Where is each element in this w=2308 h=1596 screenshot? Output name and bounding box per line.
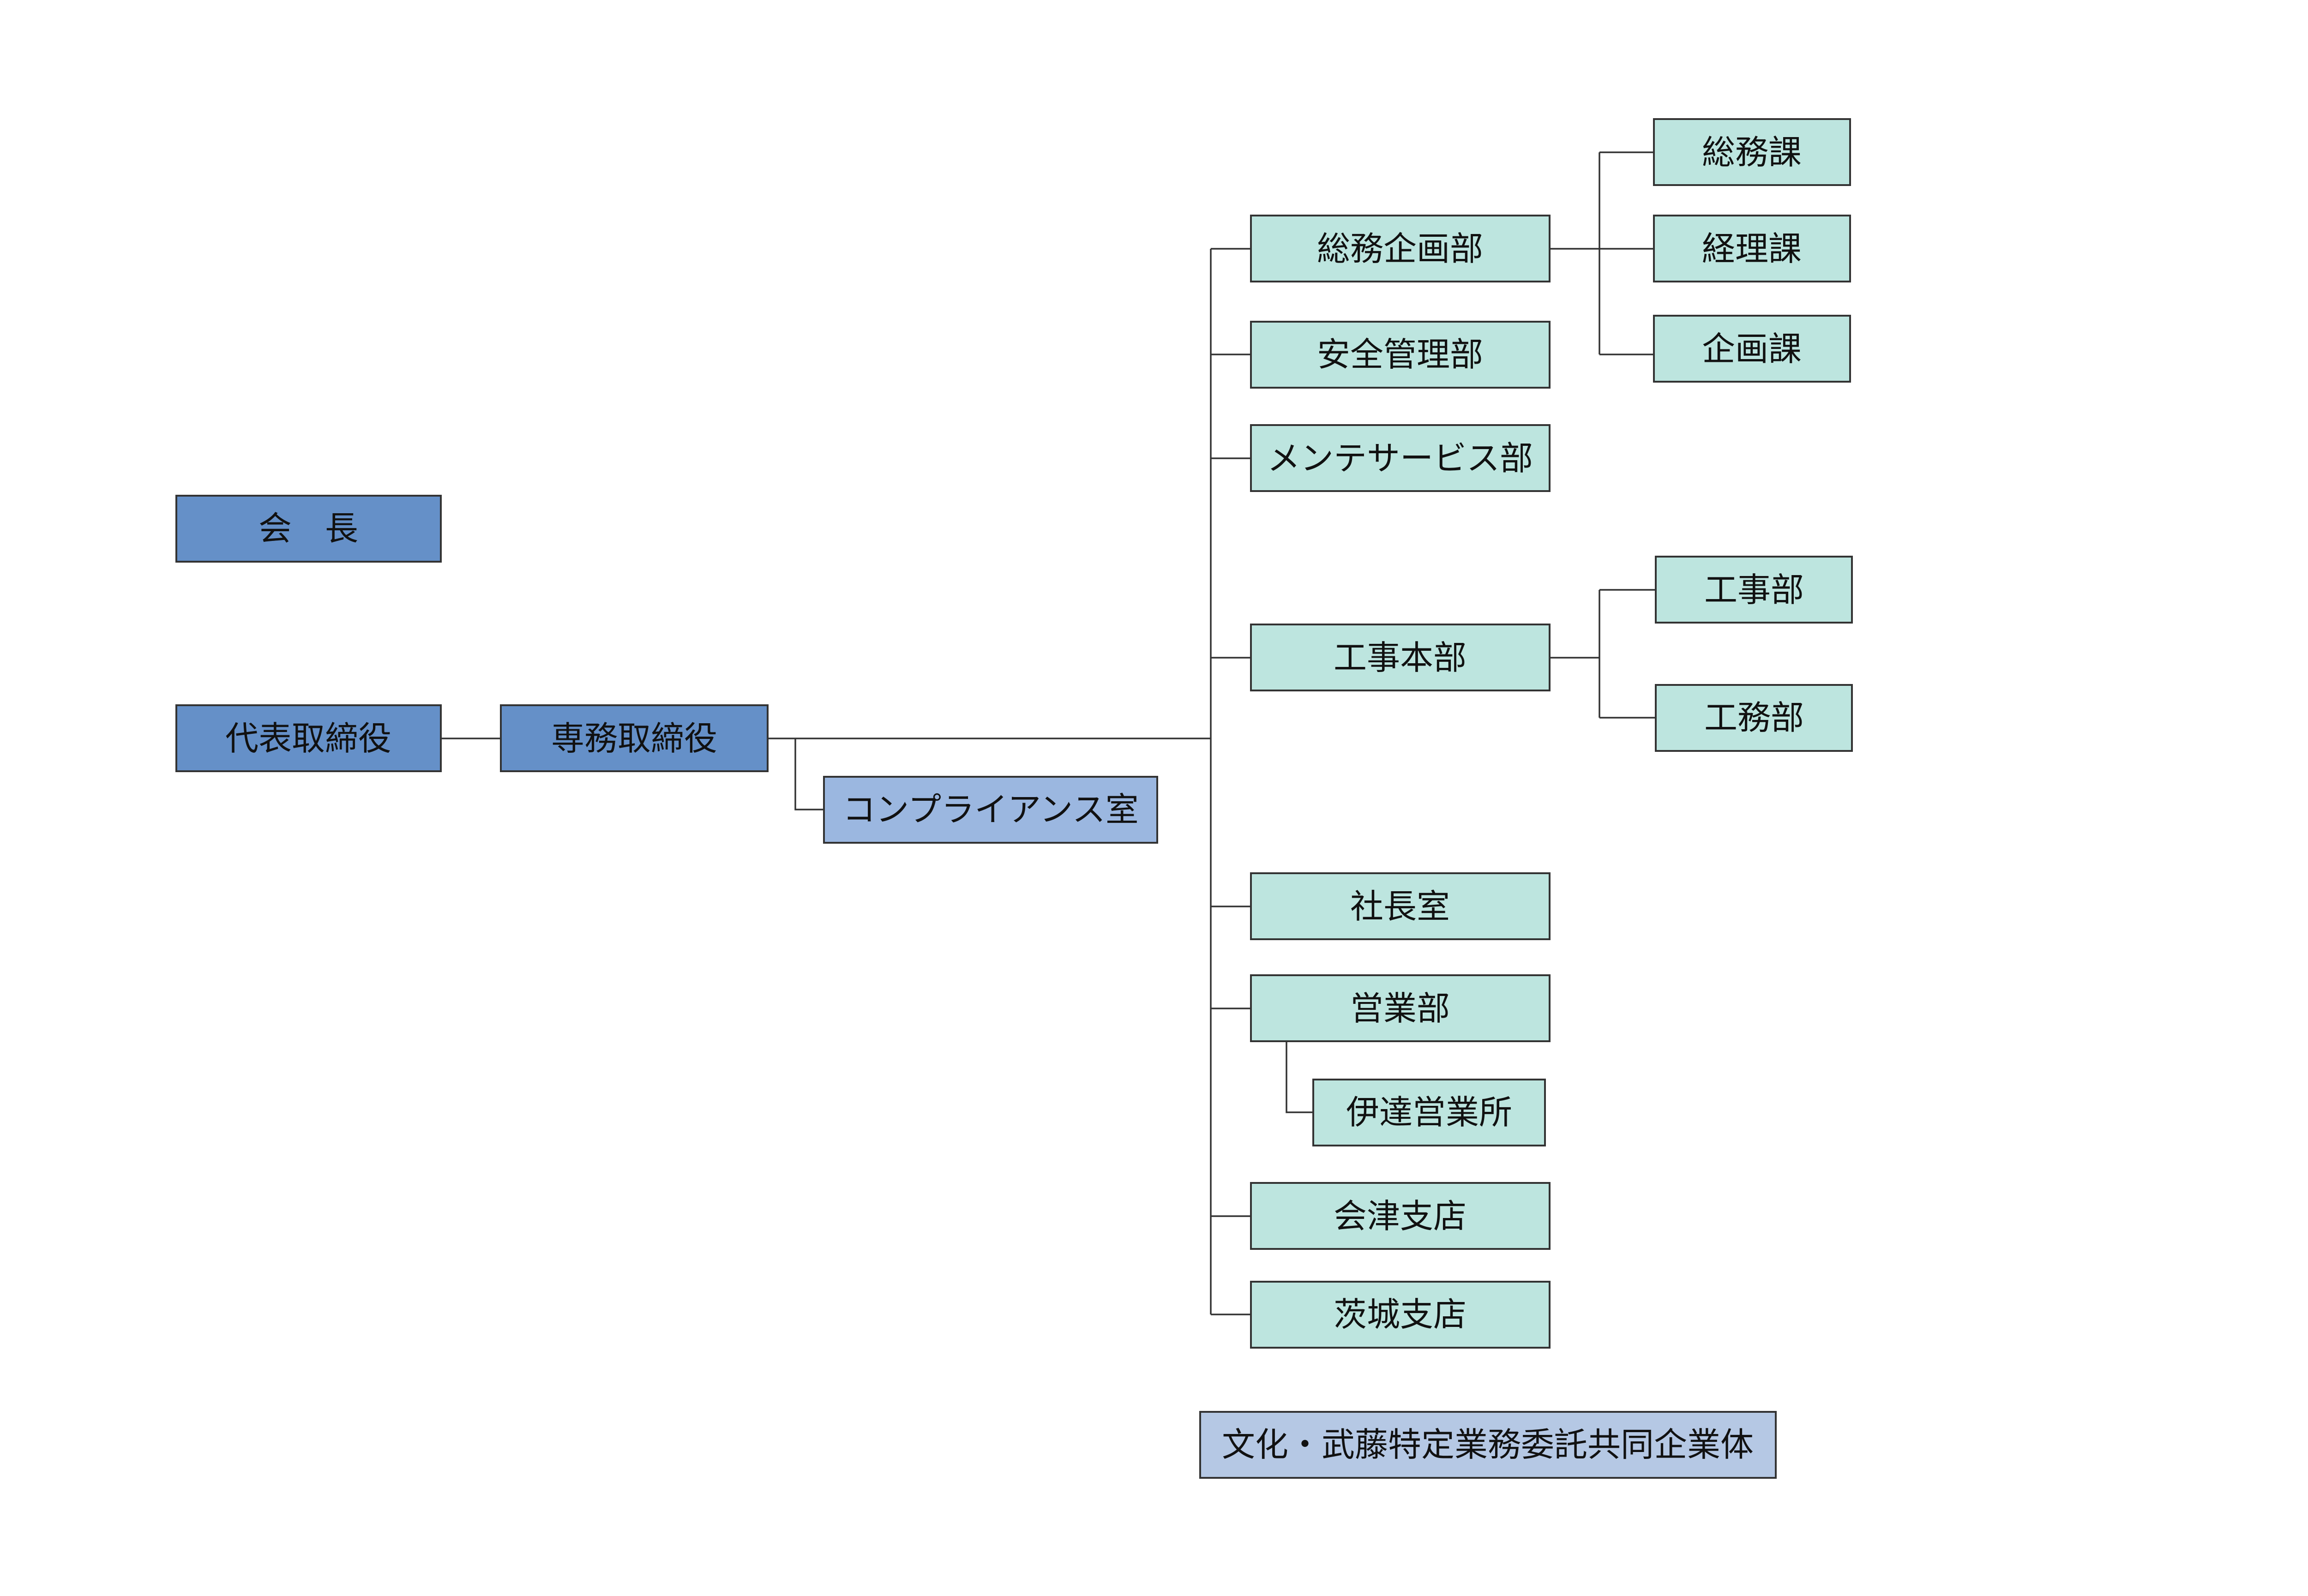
box-maintenance-service: メンテサービス部 <box>1250 424 1551 492</box>
box-accounting: 経理課 <box>1653 215 1851 282</box>
label-accounting: 経理課 <box>1702 229 1802 268</box>
box-construction: 工事部 <box>1655 556 1853 624</box>
label-compliance: コンプライアンス室 <box>842 790 1139 829</box>
label-president: 代表取締役 <box>225 719 391 758</box>
box-senior-director: 専務取締役 <box>500 704 769 772</box>
box-sales: 営業部 <box>1250 974 1551 1042</box>
label-general-planning: 総務企画部 <box>1317 229 1483 268</box>
label-construction-hq: 工事本部 <box>1334 638 1467 677</box>
connector-date-office <box>1286 1042 1313 1113</box>
label-ibaraki-branch: 茨城支店 <box>1334 1295 1467 1334</box>
box-aizu-branch: 会津支店 <box>1250 1182 1551 1250</box>
label-general-affairs: 総務課 <box>1702 133 1802 172</box>
box-safety: 安全管理部 <box>1250 321 1551 389</box>
label-date-office: 伊達営業所 <box>1346 1093 1512 1132</box>
connector-compliance <box>794 738 824 810</box>
label-construction: 工事部 <box>1704 570 1804 609</box>
label-maintenance-service: メンテサービス部 <box>1267 439 1533 478</box>
label-construction-affairs: 工務部 <box>1704 698 1804 737</box>
box-construction-affairs: 工務部 <box>1655 684 1853 752</box>
label-chairman: 会 長 <box>258 509 358 548</box>
label-president-office: 社長室 <box>1350 887 1450 926</box>
box-compliance: コンプライアンス室 <box>823 776 1158 844</box>
box-construction-hq: 工事本部 <box>1250 624 1551 691</box>
box-joint-venture: 文化・武藤特定業務委託共同企業体 <box>1199 1411 1777 1479</box>
box-ibaraki-branch: 茨城支店 <box>1250 1281 1551 1349</box>
box-general-affairs: 総務課 <box>1653 118 1851 186</box>
label-aizu-branch: 会津支店 <box>1334 1197 1467 1236</box>
connectors <box>441 151 1656 1315</box>
label-planning: 企画課 <box>1702 330 1802 368</box>
box-president: 代表取締役 <box>175 704 442 772</box>
label-joint-venture: 文化・武藤特定業務委託共同企業体 <box>1222 1425 1754 1464</box>
box-general-planning: 総務企画部 <box>1250 215 1551 282</box>
box-chairman: 会 長 <box>175 495 442 563</box>
box-president-office: 社長室 <box>1250 872 1551 940</box>
box-date-office: 伊達営業所 <box>1312 1079 1546 1146</box>
label-safety: 安全管理部 <box>1317 335 1483 374</box>
label-senior-director: 専務取締役 <box>551 719 717 758</box>
box-planning: 企画課 <box>1653 315 1851 383</box>
label-sales: 営業部 <box>1350 989 1450 1028</box>
